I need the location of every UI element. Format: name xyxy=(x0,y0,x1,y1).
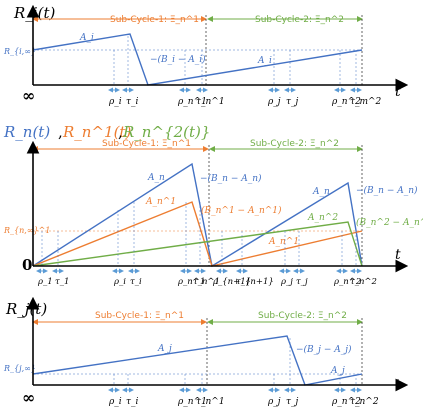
panel1-origin-label: ∞ xyxy=(22,86,35,105)
panel2-ylabel-orange: R_n^1(t) xyxy=(62,123,131,141)
panel2-label-An1-1: A_n^1 xyxy=(145,197,176,207)
panel3-ylabel: R_j(t) xyxy=(5,300,47,318)
panel2-tick-8: ρ_j xyxy=(280,277,293,287)
panel1-curve xyxy=(32,33,363,86)
panel1-baseline-label: R_{i,∞} xyxy=(3,47,36,56)
panel1-cycle1-label: Sub-Cycle-1: Ξ_n^1 xyxy=(110,15,199,25)
panel3-guides xyxy=(113,338,357,385)
panel2-tick-4: ρ_n^1 xyxy=(177,277,205,287)
panel3-slope-label-1: A_j xyxy=(157,344,172,354)
panel3-tick-5: τ_j xyxy=(286,397,298,407)
panel3-tick-3: τ_n^1 xyxy=(196,397,225,407)
panel2-label-An2-2: A_n^2 xyxy=(307,213,338,223)
panel2-tick-6: ρ_{n+1} xyxy=(212,277,251,287)
panel2-label-dropn-2: −(B_n − A_n) xyxy=(356,185,418,196)
panel2-tick-9: τ_j xyxy=(296,277,308,287)
panel1-tick-2: ρ_n^1 xyxy=(177,97,207,107)
panel2-curve-orange xyxy=(32,201,363,267)
panel1-tick-6: ρ_n^2 xyxy=(331,97,361,107)
panel3-baseline-label: R_{j,∞} xyxy=(3,364,36,373)
panel1-cycle2-label: Sub-Cycle-2: Ξ_n^2 xyxy=(255,15,344,25)
panel3-tick-4: ρ_j xyxy=(267,397,281,407)
panel1-tick-4: ρ_j xyxy=(267,97,281,107)
panel2-ylabel-green: R_n^{2(t)} xyxy=(122,123,210,141)
panel-rj: R_j(t) ∞ t R_{j,∞} Sub-Cycle-1: Ξ_n^1 Su… xyxy=(3,296,409,407)
panel1-slope-label-1: A_i xyxy=(79,33,94,43)
panel2-curve-green xyxy=(32,221,363,267)
panel2-baseline-label: R_{n,∞}^1 xyxy=(3,226,50,235)
panel3-tick-0: ρ_i xyxy=(108,397,122,407)
panel-ri: R_i(t) ∞ t R_{i,∞} Sub-Cycle-1: Ξ_n^1 Su… xyxy=(3,4,409,107)
panel1-tick-5: τ_j xyxy=(286,97,298,107)
panel2-tick-7: τ_{n+1} xyxy=(236,277,274,287)
panel2-tick-5: τ_n^1 xyxy=(193,277,220,287)
panel2-label-dropn1-1: (B_n^1 − A_n^1) xyxy=(201,205,282,216)
panel3-cycle1-label: Sub-Cycle-1: Ξ_n^1 xyxy=(95,311,184,321)
panel3-tick-labels: ρ_i τ_i ρ_n^1 τ_n^1 ρ_j τ_j ρ_n^2 τ_n^2 xyxy=(108,397,379,407)
panel3-tick-7: τ_n^2 xyxy=(350,397,379,407)
panel1-tick-7: τ_m^2 xyxy=(350,97,382,107)
panel2-tick-2: ρ_i xyxy=(113,277,126,287)
panel3-origin-label: ∞ xyxy=(22,388,35,407)
panel2-label-An-1: A_n xyxy=(147,173,165,183)
panel3-slope-label-2: A_j xyxy=(330,366,345,376)
panel2-tick-0: ρ_1 xyxy=(37,277,53,287)
panel1-tick-3: τ_n^1 xyxy=(196,97,225,107)
panel1-tick-1: τ_i xyxy=(126,97,138,107)
panel2-cycle2-label: Sub-Cycle-2: Ξ_n^2 xyxy=(250,139,339,149)
panel3-cycle2-label: Sub-Cycle-2: Ξ_n^2 xyxy=(258,311,347,321)
panel2-comma-1: , xyxy=(58,123,63,141)
panel2-ylabel-blue: R_n(t) xyxy=(3,123,50,141)
panel2-tick-3: τ_i xyxy=(130,277,142,287)
panel1-drop-label: −(B_i − A_i) xyxy=(150,54,206,65)
panel2-label-An-2: A_n xyxy=(312,187,330,197)
panel-rn: R_n(t) , R_n^1(t) , R_n^{2(t)} 0 t R_{n,… xyxy=(3,123,423,287)
panel2-tick-11: τ_n^2 xyxy=(350,277,377,287)
panel3-tick-6: ρ_n^2 xyxy=(331,397,361,407)
panel2-origin-label: 0 xyxy=(22,256,32,274)
panel2-label-dropn2-2: (B_n^2 − A_n^2) xyxy=(356,217,423,228)
panel3-tick-1: τ_i xyxy=(126,397,138,407)
panel2-t-label: t xyxy=(395,247,401,263)
panel3-curve xyxy=(32,335,363,386)
panel3-tick-2: ρ_n^1 xyxy=(177,397,207,407)
panel1-t-label: t xyxy=(395,84,401,100)
panel2-tick-1: τ_1 xyxy=(55,277,69,287)
panel2-tick-labels: ρ_1 τ_1 ρ_i τ_i ρ_n^1 τ_n^1 ρ_{n+1} τ_{n… xyxy=(37,277,377,287)
panel1-guides xyxy=(113,36,357,85)
panel1-slope-label-2: A_i xyxy=(257,56,272,66)
panel1-tick-labels: ρ_i τ_i ρ_n^1 τ_n^1 ρ_j τ_j ρ_n^2 τ_m^2 xyxy=(108,97,382,107)
panel2-tick-10: ρ_n^2 xyxy=(333,277,361,287)
panel2-guides xyxy=(41,202,357,266)
panel3-drop-label: −(B_j − A_j) xyxy=(296,344,352,355)
panel2-label-dropn-1: −(B_n − A_n) xyxy=(200,173,262,184)
panel1-tick-0: ρ_i xyxy=(108,97,122,107)
panel2-label-An1-2: A_n^1 xyxy=(268,237,299,247)
panel2-cycle1-label: Sub-Cycle-1: Ξ_n^1 xyxy=(102,139,191,149)
panel2-comma-2: , xyxy=(118,123,123,141)
